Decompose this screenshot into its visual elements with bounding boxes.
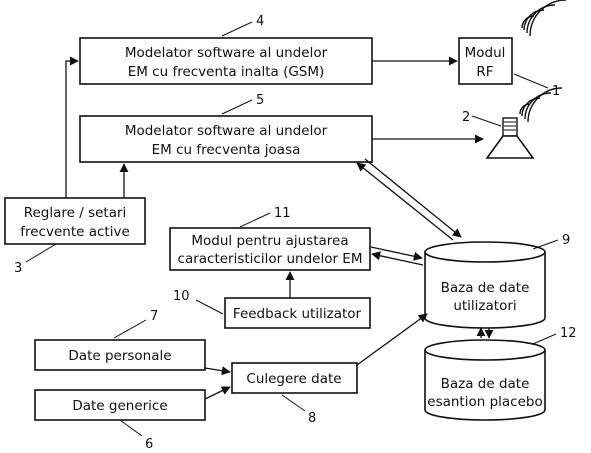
- ref-number-10: 10: [173, 289, 224, 315]
- ref-number-4: 4: [221, 14, 264, 37]
- ref-number-10-label: 10: [173, 289, 190, 304]
- cylinder-placebo-database-line1: Baza de date: [441, 376, 530, 392]
- ref-number-5-label: 5: [256, 93, 264, 108]
- box-rf-module-line1: Modul: [465, 45, 506, 61]
- cylinder-user-database-line2: utilizatori: [453, 298, 516, 314]
- ref-number-9: 9: [532, 233, 570, 250]
- box-lf-modulator-line1: Modelator software al undelor: [125, 123, 328, 139]
- box-frequency-settings: Reglare / setari frecvente active: [4, 197, 146, 245]
- box-personal-data-label: Date personale: [68, 348, 171, 364]
- box-frequency-settings-line1: Reglare / setari: [24, 205, 127, 221]
- box-hf-modulator: Modelator software al undelor EM cu frec…: [79, 37, 373, 85]
- ref-number-7-label: 7: [150, 309, 158, 324]
- box-personal-data: Date personale: [34, 339, 206, 371]
- box-em-adjustment-line1: Modul pentru ajustarea: [191, 233, 348, 249]
- ref-number-2-label: 2: [462, 110, 470, 125]
- ref-number-12: 12: [532, 326, 577, 345]
- ref-number-6-label: 6: [145, 437, 153, 452]
- arrow-lf-to-db: [364, 158, 462, 238]
- box-user-feedback-label: Feedback utilizator: [233, 306, 362, 322]
- ref-number-12-label: 12: [560, 326, 577, 341]
- ref-number-2: 2: [462, 110, 502, 127]
- box-em-adjustment-line2: caracteristicilor undelor EM: [178, 251, 363, 267]
- speaker-icon: [485, 117, 535, 159]
- ref-number-8-label: 8: [308, 411, 316, 426]
- ref-number-3-label: 3: [14, 261, 22, 276]
- box-generic-data: Date generice: [34, 389, 206, 421]
- ref-number-5: 5: [221, 93, 264, 115]
- box-lf-modulator: Modelator software al undelor EM cu frec…: [79, 115, 373, 163]
- arrow-generic-to-collection: [204, 386, 231, 400]
- cylinder-user-database: Baza de date utilizatori: [424, 241, 546, 329]
- cylinder-placebo-database-line2: esantion placebo: [427, 394, 542, 410]
- ref-number-1-label: 1: [552, 84, 560, 99]
- box-hf-modulator-line1: Modelator software al undelor: [125, 45, 328, 61]
- ref-number-7: 7: [113, 309, 158, 339]
- arrow-collection-to-db: [356, 313, 428, 366]
- ref-number-4-label: 4: [256, 14, 264, 29]
- ref-number-6: 6: [119, 419, 153, 452]
- ref-number-9-label: 9: [562, 233, 570, 248]
- box-rf-module: Modul RF: [458, 37, 513, 85]
- box-generic-data-label: Date generice: [72, 398, 167, 414]
- sound-waves-icon: [519, 87, 563, 123]
- box-em-adjustment: Modul pentru ajustarea caracteristicilor…: [169, 227, 371, 271]
- box-frequency-settings-line2: frecvente active: [20, 224, 130, 240]
- box-user-feedback: Feedback utilizator: [224, 297, 371, 329]
- box-hf-modulator-line2: EM cu frecventa inalta (GSM): [128, 64, 325, 80]
- ref-number-11: 11: [239, 206, 291, 228]
- box-data-collection: Culegere date: [231, 362, 358, 394]
- ref-number-3: 3: [14, 243, 57, 276]
- radio-waves-icon: [521, 0, 567, 37]
- cylinder-user-database-line1: Baza de date: [441, 280, 530, 296]
- arrow-db-to-adjustment: [371, 251, 424, 266]
- box-lf-modulator-line2: EM cu frecventa joasa: [152, 142, 301, 158]
- ref-number-8: 8: [281, 394, 316, 426]
- box-data-collection-label: Culegere date: [246, 371, 341, 387]
- arrow-db-to-lf: [356, 162, 454, 241]
- box-rf-module-line2: RF: [476, 64, 493, 80]
- arrow-settings-to-hf: [65, 56, 79, 198]
- arrow-personal-to-collection: [204, 366, 231, 376]
- ref-number-1: 1: [513, 73, 560, 99]
- arrow-adjustment-to-db: [370, 246, 423, 261]
- cylinder-placebo-database: Baza de date esantion placebo: [424, 339, 546, 421]
- ref-number-11-label: 11: [274, 206, 291, 221]
